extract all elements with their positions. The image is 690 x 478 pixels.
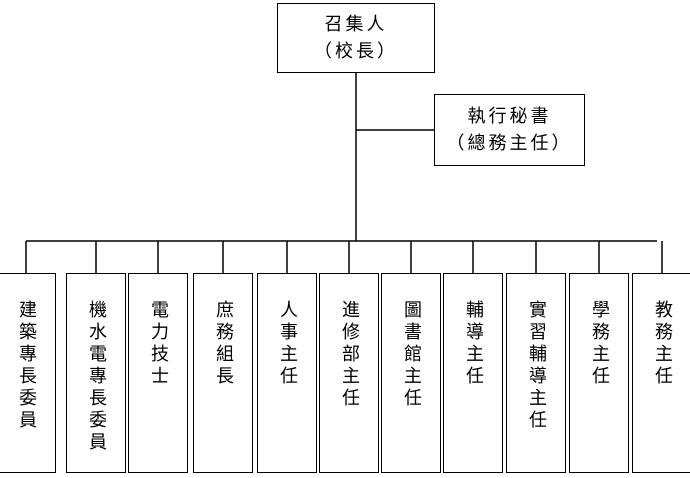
dept-label: 人事主任 <box>277 300 298 388</box>
dept-box: 建築專長委員 <box>0 273 56 473</box>
convener-title: 召集人 <box>324 14 388 35</box>
dept-box: 圖書館主任 <box>381 273 441 473</box>
secretary-title: 執行秘書 <box>467 106 552 127</box>
dept-box: 人事主任 <box>257 273 317 473</box>
convener-box: 召集人 （校長） <box>277 3 435 73</box>
dept-box: 庶務組長 <box>193 273 253 473</box>
dept-label: 庶務組長 <box>213 300 234 388</box>
dept-label: 輔導主任 <box>463 300 484 388</box>
secretary-role: （總務主任） <box>446 133 573 154</box>
dept-label: 進修部主任 <box>339 300 360 410</box>
dept-box: 教務主任 <box>632 273 690 473</box>
dept-label: 圖書館主任 <box>401 300 422 410</box>
dept-box: 輔導主任 <box>443 273 503 473</box>
dept-label: 學務主任 <box>589 300 610 388</box>
dept-label: 機水電專長委員 <box>86 300 107 454</box>
dept-box: 電力技士 <box>128 273 188 473</box>
dept-box: 實習輔導主任 <box>506 273 566 473</box>
dept-box: 進修部主任 <box>319 273 379 473</box>
dept-label: 實習輔導主任 <box>526 300 547 432</box>
secretary-box: 執行秘書 （總務主任） <box>434 94 585 166</box>
dept-box: 機水電專長委員 <box>66 273 126 473</box>
dept-label: 電力技士 <box>148 300 169 388</box>
convener-role: （校長） <box>314 41 398 62</box>
dept-label: 建築專長委員 <box>16 300 37 432</box>
department-drops <box>25 241 663 273</box>
dept-box: 學務主任 <box>569 273 629 473</box>
dept-label: 教務主任 <box>652 300 673 388</box>
